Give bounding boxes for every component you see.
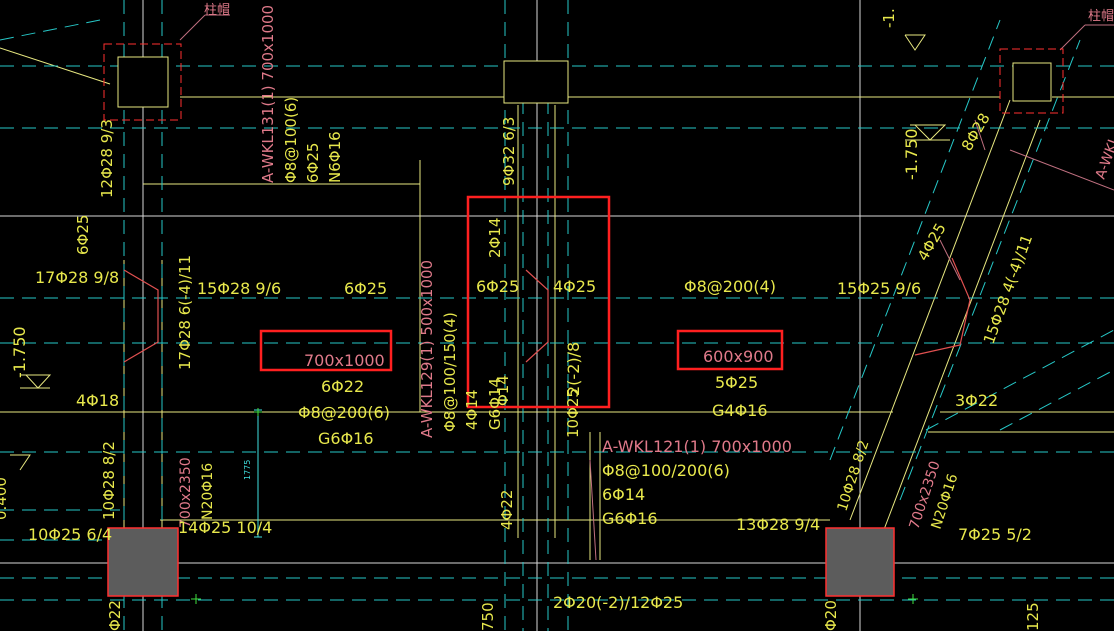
label-dim-1775: 1775	[243, 460, 252, 480]
column-cap-right	[999, 48, 1064, 114]
label-box2-2-14: 2Φ14	[486, 218, 504, 258]
label-elev-right: -1.750	[902, 128, 921, 180]
label-edge-mid-bottom: 750	[479, 602, 497, 631]
label-col-cap-left: 柱帽	[204, 2, 230, 18]
label-bar-17-28-b: 17Φ28 6(-4)/11	[176, 255, 194, 370]
label-wkl129-stirrup: Φ8@100/150(4)	[441, 312, 459, 432]
label-bar-10-25-6-4: 10Φ25 6/4	[28, 525, 112, 544]
label-col-cap-right: 柱帽	[1088, 8, 1114, 24]
pier-bottom-left	[107, 527, 179, 597]
label-wkl121-stirrup: Φ8@100/200(6)	[602, 461, 730, 480]
label-wkl121-name: A-WKL121(1) 700x1000	[602, 437, 792, 456]
pier-bottom-right	[825, 527, 895, 597]
column-cap-left	[103, 43, 182, 121]
label-bar-17-28: 17Φ28 9/8	[35, 268, 119, 287]
label-bar-15-25: 15Φ25 9/6	[837, 279, 921, 298]
label-edge-left-mid: 0.400	[0, 477, 10, 520]
label-bar-15-28: 15Φ28 9/6	[197, 279, 281, 298]
label-bar-6-25: 6Φ25	[344, 279, 387, 298]
label-mid-vert-bar: 9Φ32 6/3	[500, 117, 518, 186]
highlight-box-600x900	[676, 329, 784, 371]
label-left-top-6-25: 6Φ25	[74, 215, 92, 255]
label-wkl129-name: A-WKL129(1) 500x1000	[418, 260, 436, 438]
label-wkl131-name: A-WKL131(1) 700x1000	[259, 5, 277, 183]
label-bar-14-25: 14Φ25 10/4	[178, 518, 272, 537]
label-wkl131-stirrup: Φ8@100(6)	[282, 97, 300, 183]
label-pier-left-side: N20Φ16	[200, 463, 216, 520]
label-bar-13-28: 13Φ28 9/4	[736, 515, 820, 534]
label-bar-10-28-left: 10Φ28 8/2	[100, 441, 118, 520]
green-markers	[191, 408, 918, 604]
label-edge-right-bottom-b: 125	[1024, 602, 1042, 631]
label-size-600-900: 600x900	[703, 347, 774, 366]
column-top-mid	[503, 60, 569, 104]
rebar-break-symbols	[123, 257, 971, 363]
label-pier-left-size: 700x2350	[178, 457, 194, 528]
label-elev-left: -1.750	[10, 326, 29, 378]
label-wkl131-top: 6Φ25	[304, 143, 322, 183]
elevation-symbols	[10, 34, 950, 471]
label-box2-10-25: 10Φ25	[564, 388, 582, 438]
label-wkl129-side: G6Φ14	[486, 378, 504, 430]
label-box2-2-2-8: 2(-2)/8	[564, 342, 583, 396]
label-wkl129-bot: 4Φ14	[463, 390, 481, 430]
label-g4-16: G4Φ16	[712, 401, 768, 420]
label-bar-4-22: 4Φ22	[498, 490, 516, 530]
label-box2-4-25: 4Φ25	[553, 277, 596, 296]
label-size-700-1000: 700x1000	[304, 351, 385, 370]
label-edge-top-right: -1.	[880, 8, 898, 28]
highlight-box-column-section	[466, 195, 611, 409]
column-top-right	[1012, 62, 1052, 102]
label-bar-3-22: 3Φ22	[955, 391, 998, 410]
label-bot-5-25: 5Φ25	[715, 373, 758, 392]
label-stir-200-4: Φ8@200(4)	[684, 277, 776, 296]
highlight-box-700x1000	[259, 329, 393, 372]
label-bot-6-22: 6Φ22	[321, 377, 364, 396]
column-top-left	[117, 56, 169, 108]
label-box2-14: Φ14	[494, 375, 512, 406]
label-box2-6-25: 6Φ25	[476, 277, 519, 296]
highlight-boxes	[259, 195, 784, 409]
label-wkl131-side: N6Φ16	[326, 131, 344, 183]
label-bar-4-18: 4Φ18	[76, 391, 119, 410]
label-left-vert-bar: 12Φ28 9/3	[98, 119, 116, 198]
leader-lines	[179, 14, 1114, 561]
label-bar-7-25: 7Φ25 5/2	[958, 525, 1032, 544]
label-g6-16-a: G6Φ16	[318, 429, 374, 448]
label-wkl121-side: G6Φ16	[602, 509, 658, 528]
label-bar-2-20: 2Φ20(-2)/12Φ25	[553, 593, 683, 612]
label-edge-left-bottom: Φ22	[106, 600, 124, 631]
label-edge-right-bottom-a: Φ20	[822, 600, 840, 631]
label-wkl121-top: 6Φ14	[602, 485, 645, 504]
label-stir-200-6: Φ8@200(6)	[298, 403, 390, 422]
